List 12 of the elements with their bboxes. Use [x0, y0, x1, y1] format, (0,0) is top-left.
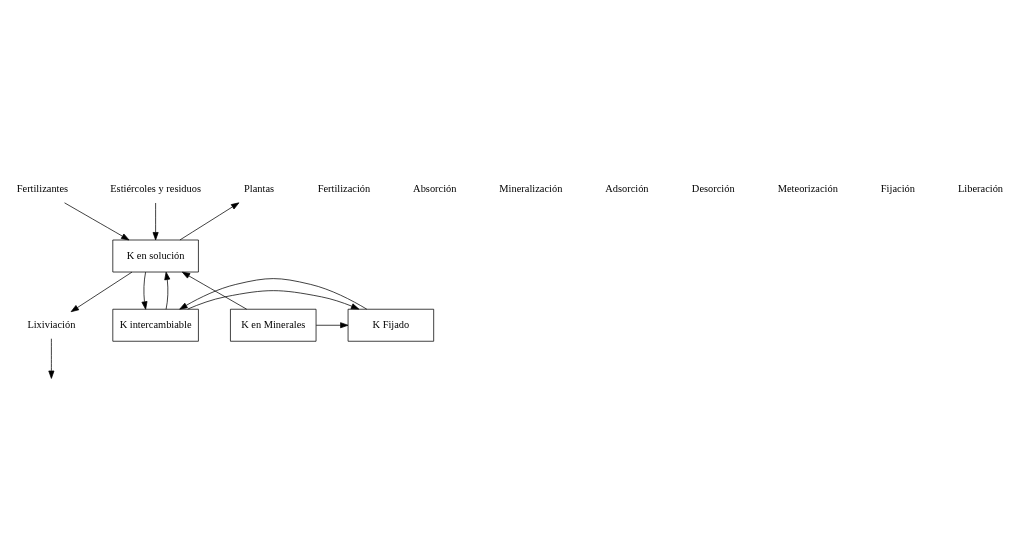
- label: Liberación: [957, 183, 1004, 195]
- node-text: Lixiviación: [27, 319, 76, 331]
- node-text: Plantas: [244, 183, 275, 195]
- node-text: Estiércoles y residuos: [110, 183, 201, 195]
- label: Fertilización: [317, 183, 371, 195]
- label: Desorción: [691, 183, 735, 195]
- label: Meteorización: [777, 183, 838, 195]
- label: Fijación: [880, 183, 915, 195]
- label: Adsorción: [605, 183, 649, 195]
- node-text: Fertilizantes: [16, 183, 69, 195]
- label: Absorción: [413, 183, 457, 195]
- label: Mineralización: [499, 183, 563, 195]
